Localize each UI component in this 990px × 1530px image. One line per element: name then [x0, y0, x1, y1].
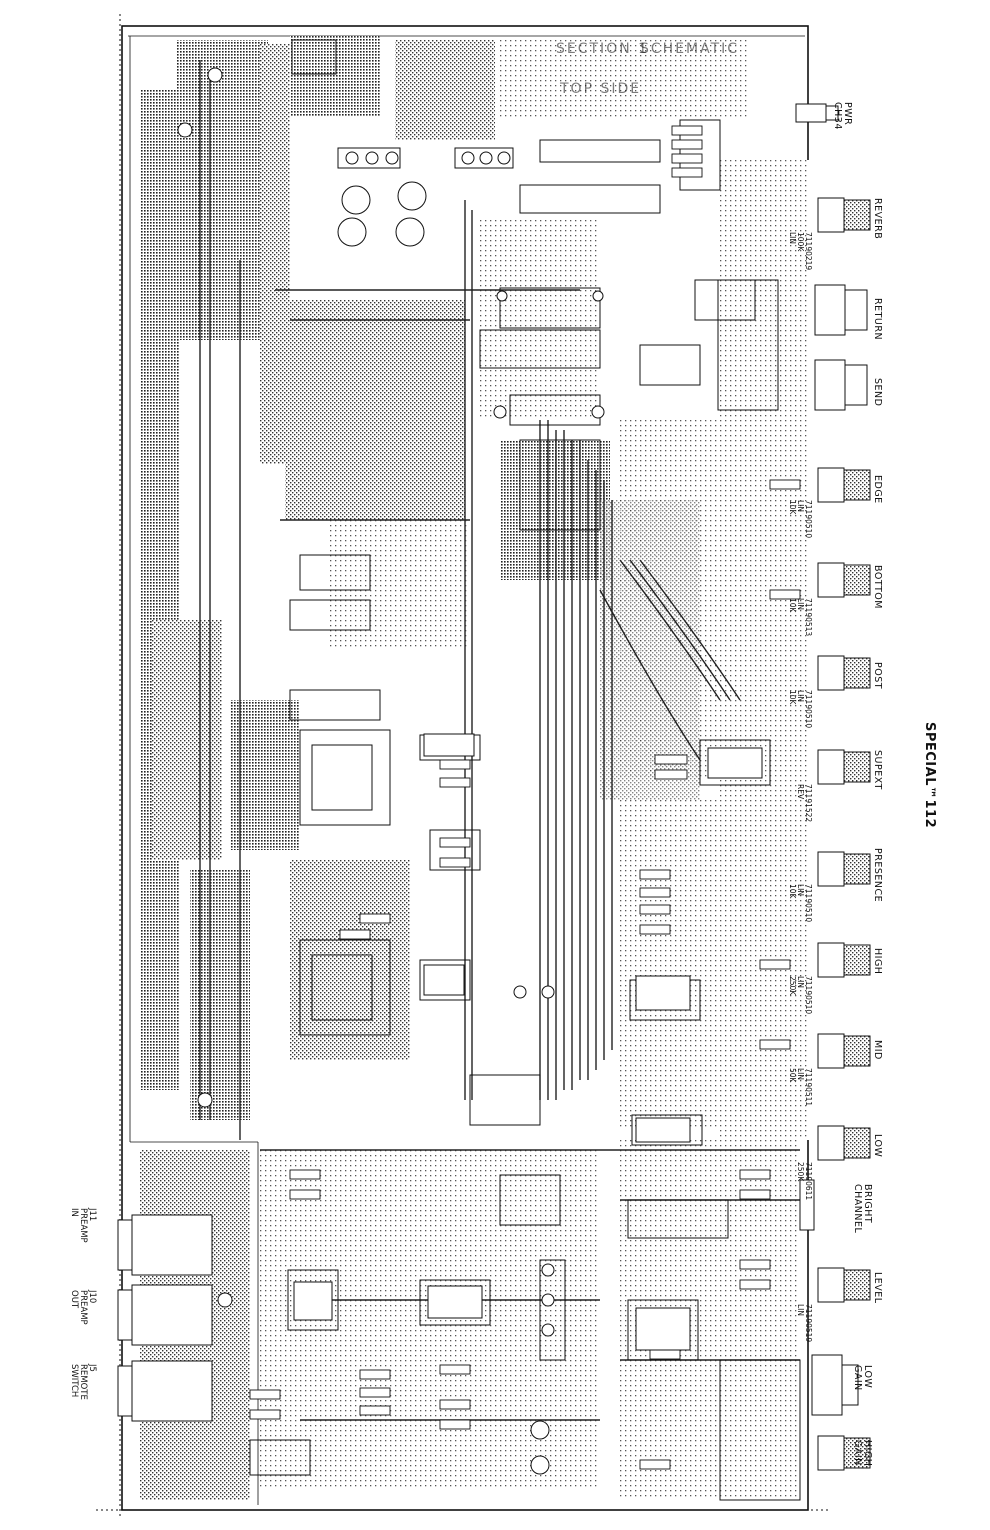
page-title: SPECIAL™112 [922, 722, 937, 829]
control-post: POST [872, 662, 883, 690]
control-send: SEND [872, 378, 883, 407]
trace-bus [199, 60, 800, 1421]
control-mid: MID [872, 1040, 883, 1060]
board-mark-1: SECTION 1 [556, 41, 650, 57]
board-mark-3: TOP SIDE [560, 81, 642, 97]
jack-outlines [117, 1214, 213, 1422]
control-edge: EDGE [872, 475, 883, 504]
board-mark-2: SCHEMATIC [640, 41, 740, 57]
pot-knobs [795, 103, 871, 1471]
control-reverb: REVERB [872, 198, 883, 240]
ic-packages [293, 733, 763, 1351]
control-low: LOW [872, 1134, 883, 1158]
control-bottom: BOTTOM [872, 565, 883, 609]
control-high: HIGH [872, 948, 883, 975]
control-level: LEVEL [872, 1272, 883, 1304]
round-parts [177, 67, 605, 1475]
control-presence: PRESENCE [872, 848, 883, 903]
control-return: RETURN [872, 298, 883, 341]
copper-fill [140, 36, 810, 1500]
control-supext: SUPEXT [872, 750, 883, 790]
passive-parts [249, 125, 801, 1470]
